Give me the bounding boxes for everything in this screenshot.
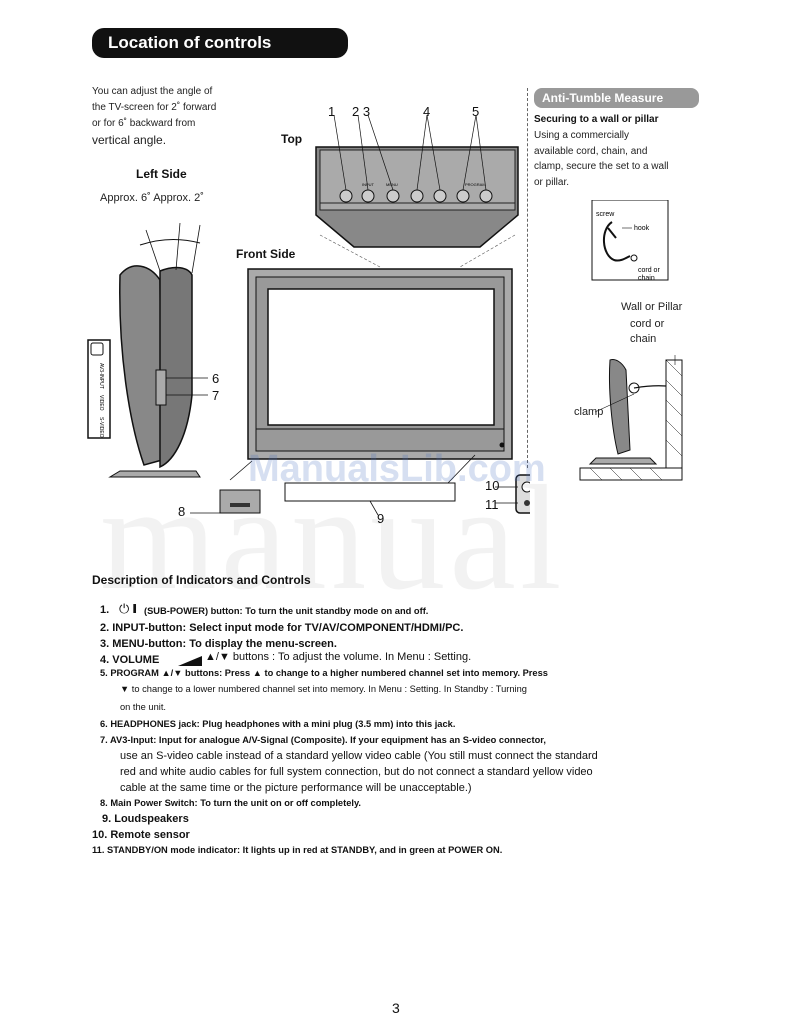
anti-tumble-line: clamp, secure the set to a wall (534, 161, 669, 172)
item-9: 9. Loudspeakers (102, 813, 189, 825)
item-5-line1: 5. PROGRAM ▲/▼ buttons: Press ▲ to chang… (100, 668, 548, 678)
item-3: 3. MENU-button: To display the menu-scre… (100, 638, 337, 650)
callout-8: 8 (178, 504, 186, 519)
left-side-label: Left Side (136, 167, 187, 181)
anti-tumble-title: Anti-Tumble Measure (534, 88, 699, 108)
av3-input-label: AV3-INPUT (98, 363, 104, 389)
item-8: 8. Main Power Switch: To turn the unit o… (100, 798, 362, 808)
item-7-line4: cable at the same time or the picture pe… (120, 782, 472, 794)
callout-4: 4 (423, 104, 431, 119)
intro-line: the TV-screen for 2˚ forward (92, 102, 217, 113)
callout-1: 1 (328, 104, 336, 119)
hook-label: hook (634, 225, 650, 232)
chain-label: chain (638, 275, 655, 282)
page-number: 3 (392, 1000, 400, 1016)
callout-6: 6 (212, 371, 220, 386)
section-title: Location of controls (92, 28, 348, 58)
screw-label: screw (596, 211, 615, 218)
item-1-number: 1. (100, 604, 110, 616)
callout-7: 7 (212, 388, 220, 403)
front-view (190, 268, 530, 516)
svideo-label: S-VIDEO (98, 417, 104, 438)
item-5-line2: ▼ to change to a lower numbered channel … (120, 684, 527, 694)
callout-9: 9 (377, 511, 385, 526)
volume-wedge-icon (178, 656, 202, 666)
wall-or-pillar-label: Wall or Pillar (621, 301, 683, 313)
item-7-line2: use an S-video cable instead of a standa… (120, 750, 598, 762)
anti-tumble-illustration: screw hook cord or chain (579, 200, 683, 481)
anti-tumble-subtitle: Securing to a wall or pillar (534, 114, 659, 125)
cord-or-label: cord or (638, 267, 660, 274)
item-6: 6. HEADPHONES jack: Plug headphones with… (100, 719, 456, 729)
intro-line: or for 6˚ backward from (92, 118, 196, 129)
callout-2-3: 2 3 (352, 104, 371, 119)
watermark-brand: manual (100, 455, 566, 621)
intro-line: You can adjust the angle of (92, 86, 213, 97)
front-side-label: Front Side (236, 247, 296, 261)
item-2: 2. INPUT-button: Select input mode for T… (100, 622, 464, 634)
anti-tumble-line: Using a commercially (534, 130, 630, 141)
left-side-view: AV3-INPUT VIDEO S-VIDEO (87, 222, 208, 478)
menu-label: MENU (386, 182, 398, 187)
program-label: PROGRAM (465, 182, 486, 187)
descriptions-title: Description of Indicators and Controls (92, 573, 311, 587)
item-11: 11. STANDBY/ON mode indicator: It lights… (92, 845, 503, 855)
top-label: Top (281, 132, 303, 146)
tv-controls-illustration: INPUT MENU PROGRAM AV3-INPUT VIDEO S-VID… (87, 114, 530, 516)
anti-tumble-line: or pillar. (534, 176, 570, 188)
intro-line: vertical angle. (92, 133, 167, 147)
power-icon: ⏻ ❙ (119, 601, 137, 616)
intro-text: You can adjust the angle of the TV-scree… (92, 84, 262, 148)
clamp-label: clamp (574, 406, 604, 418)
approx-angle-label: Approx. 6˚ Approx. 2˚ (100, 192, 204, 204)
callout-5: 5 (472, 104, 480, 119)
callout-11: 11 (485, 497, 499, 512)
item-10: 10. Remote sensor (92, 829, 190, 841)
watermark-site: ManualsLib.com (248, 448, 546, 490)
input-label: INPUT (362, 182, 375, 187)
item-7-line1: 7. AV3-Input: Input for analogue A/V-Sig… (100, 735, 546, 745)
item-4-text: ▲/▼ buttons : To adjust the volume. In M… (205, 651, 472, 663)
item-1-text: (SUB-POWER) button: To turn the unit sta… (144, 606, 429, 616)
callout-10: 10 (485, 478, 500, 493)
item-4-label: 4. VOLUME (100, 654, 160, 666)
section-divider (527, 88, 529, 468)
cord-or-label-2: cord or (630, 318, 665, 330)
video-label: VIDEO (98, 395, 104, 411)
anti-tumble-text: Using a commercially available cord, cha… (534, 128, 684, 190)
top-panel: INPUT MENU PROGRAM (315, 114, 519, 268)
item-7-line3: red and white audio cables for full syst… (120, 766, 593, 778)
item-5-line3: on the unit. (120, 702, 167, 712)
chain-label-2: chain (630, 333, 657, 345)
anti-tumble-line: available cord, chain, and (534, 145, 648, 157)
